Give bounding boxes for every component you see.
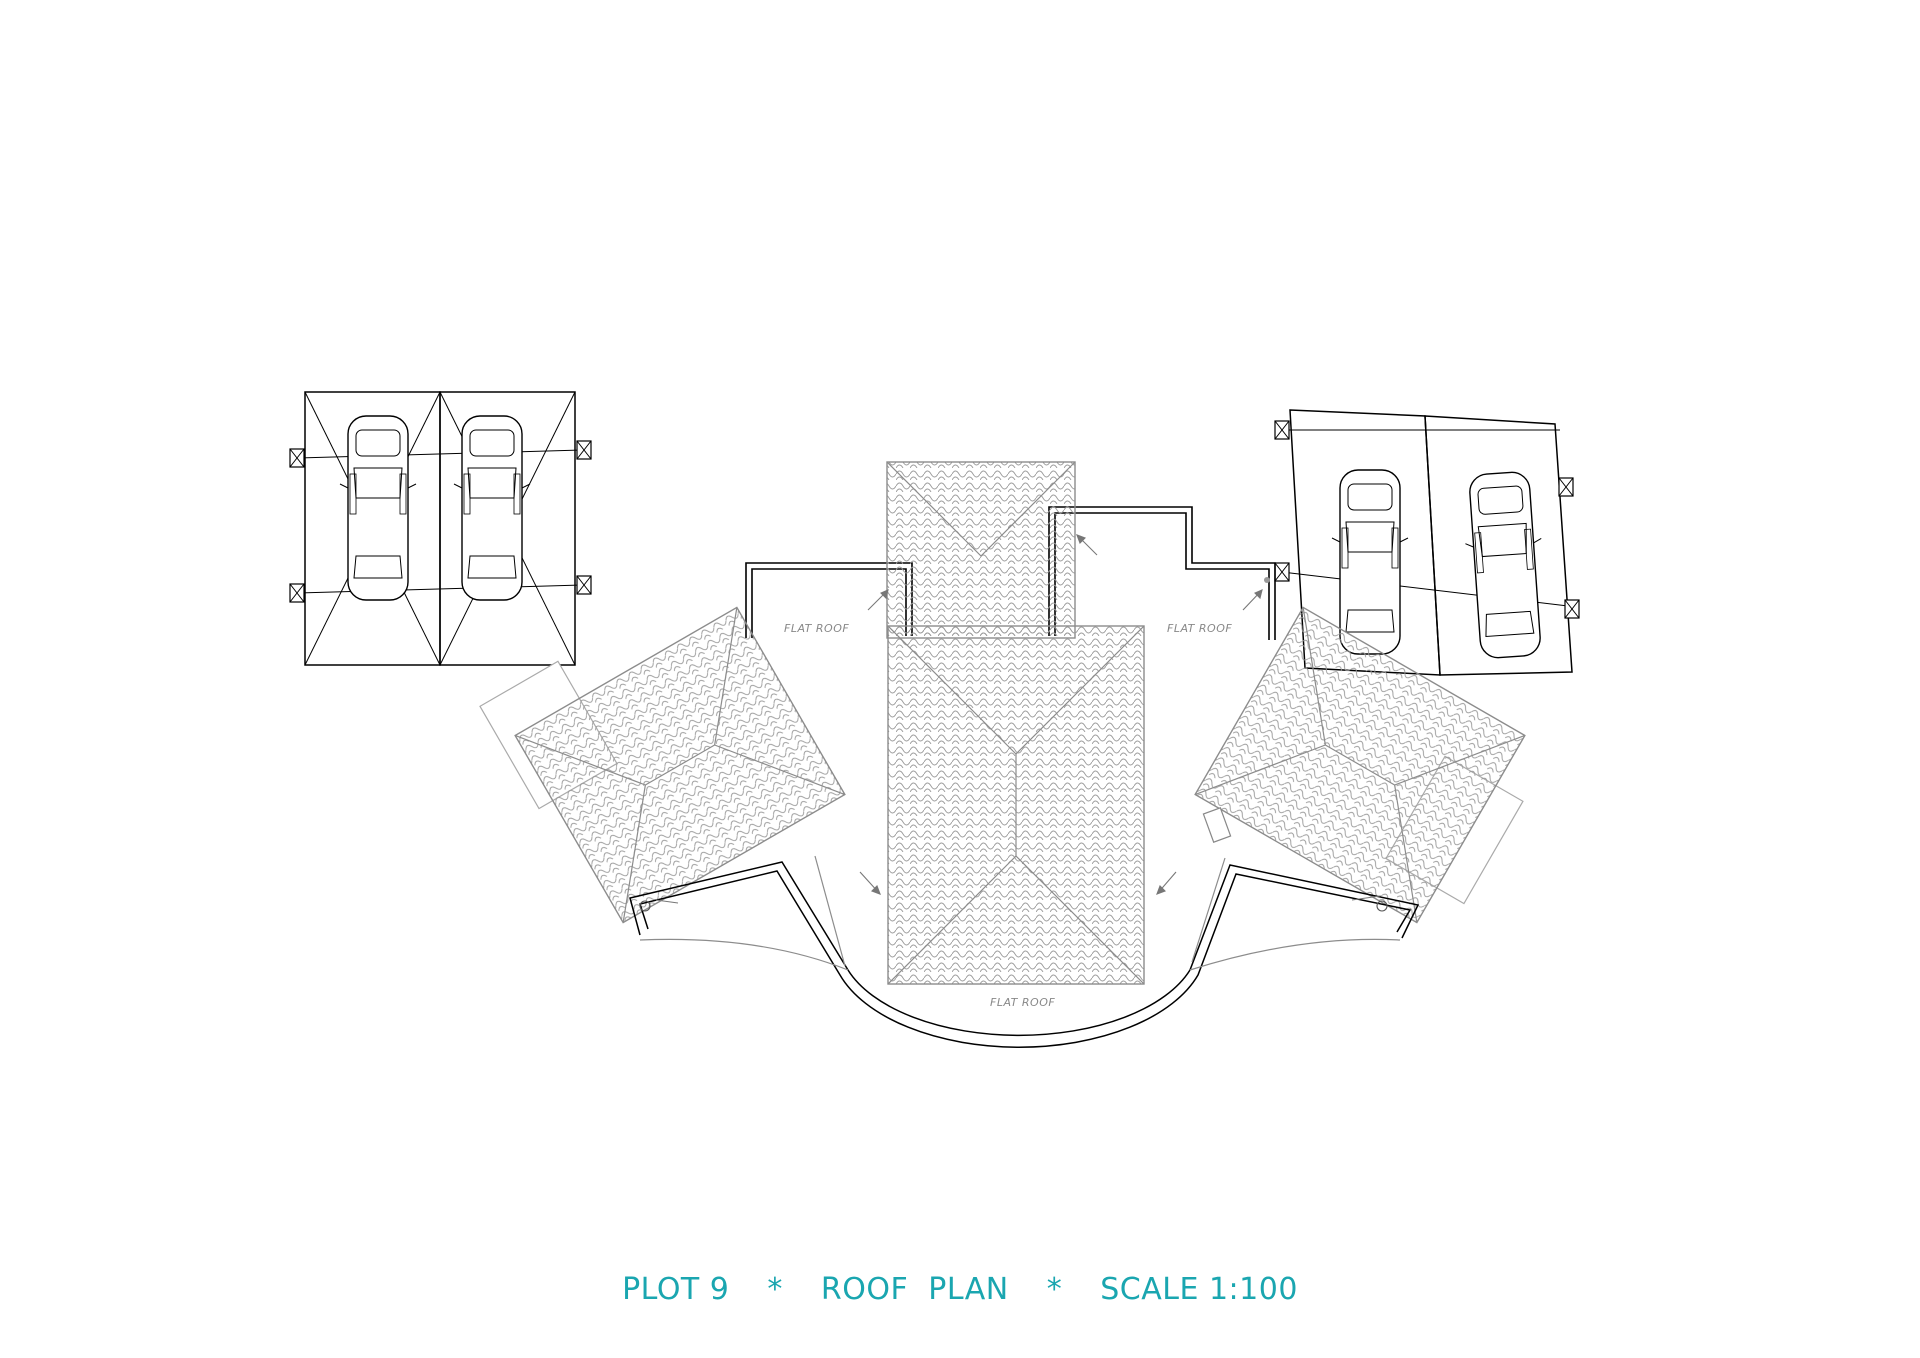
carport-left: [289, 391, 592, 666]
post-icon: [576, 575, 592, 595]
post-icon: [1274, 420, 1290, 440]
car-icon: [1459, 469, 1551, 661]
central-roof: [886, 461, 1145, 985]
post-icon: [1558, 477, 1574, 497]
scale-label: SCALE 1:100: [1100, 1272, 1298, 1307]
drawing-title: PLOT 9 * ROOF PLAN * SCALE 1:100: [0, 1272, 1920, 1322]
flat-roof-label-left: FLAT ROOF: [784, 622, 849, 635]
flat-roof-label-right: FLAT ROOF: [1167, 622, 1232, 635]
car-icon: [1331, 469, 1409, 655]
terrace-parapet: [629, 861, 1420, 1048]
post-icon: [289, 448, 305, 468]
post-icon: [289, 583, 305, 603]
drainage-arrows: [639, 534, 1388, 912]
roof-wing-right: [1194, 606, 1526, 924]
post-icon: [576, 440, 592, 460]
plan-label: ROOF PLAN: [820, 1272, 1009, 1307]
post-icon: [1564, 599, 1580, 619]
roof-wing-left: [479, 606, 846, 924]
car-icon: [453, 415, 531, 601]
title-separator: *: [767, 1272, 783, 1307]
title-separator: *: [1046, 1272, 1063, 1307]
plot-label: PLOT 9: [622, 1272, 730, 1307]
terrace-edge: [639, 807, 1401, 971]
parapet-right: [1048, 506, 1276, 640]
car-icon: [339, 415, 417, 601]
flat-roof-label-bottom: FLAT ROOF: [990, 996, 1055, 1009]
post-icon: [1274, 562, 1290, 582]
carport-right: [1274, 409, 1580, 676]
